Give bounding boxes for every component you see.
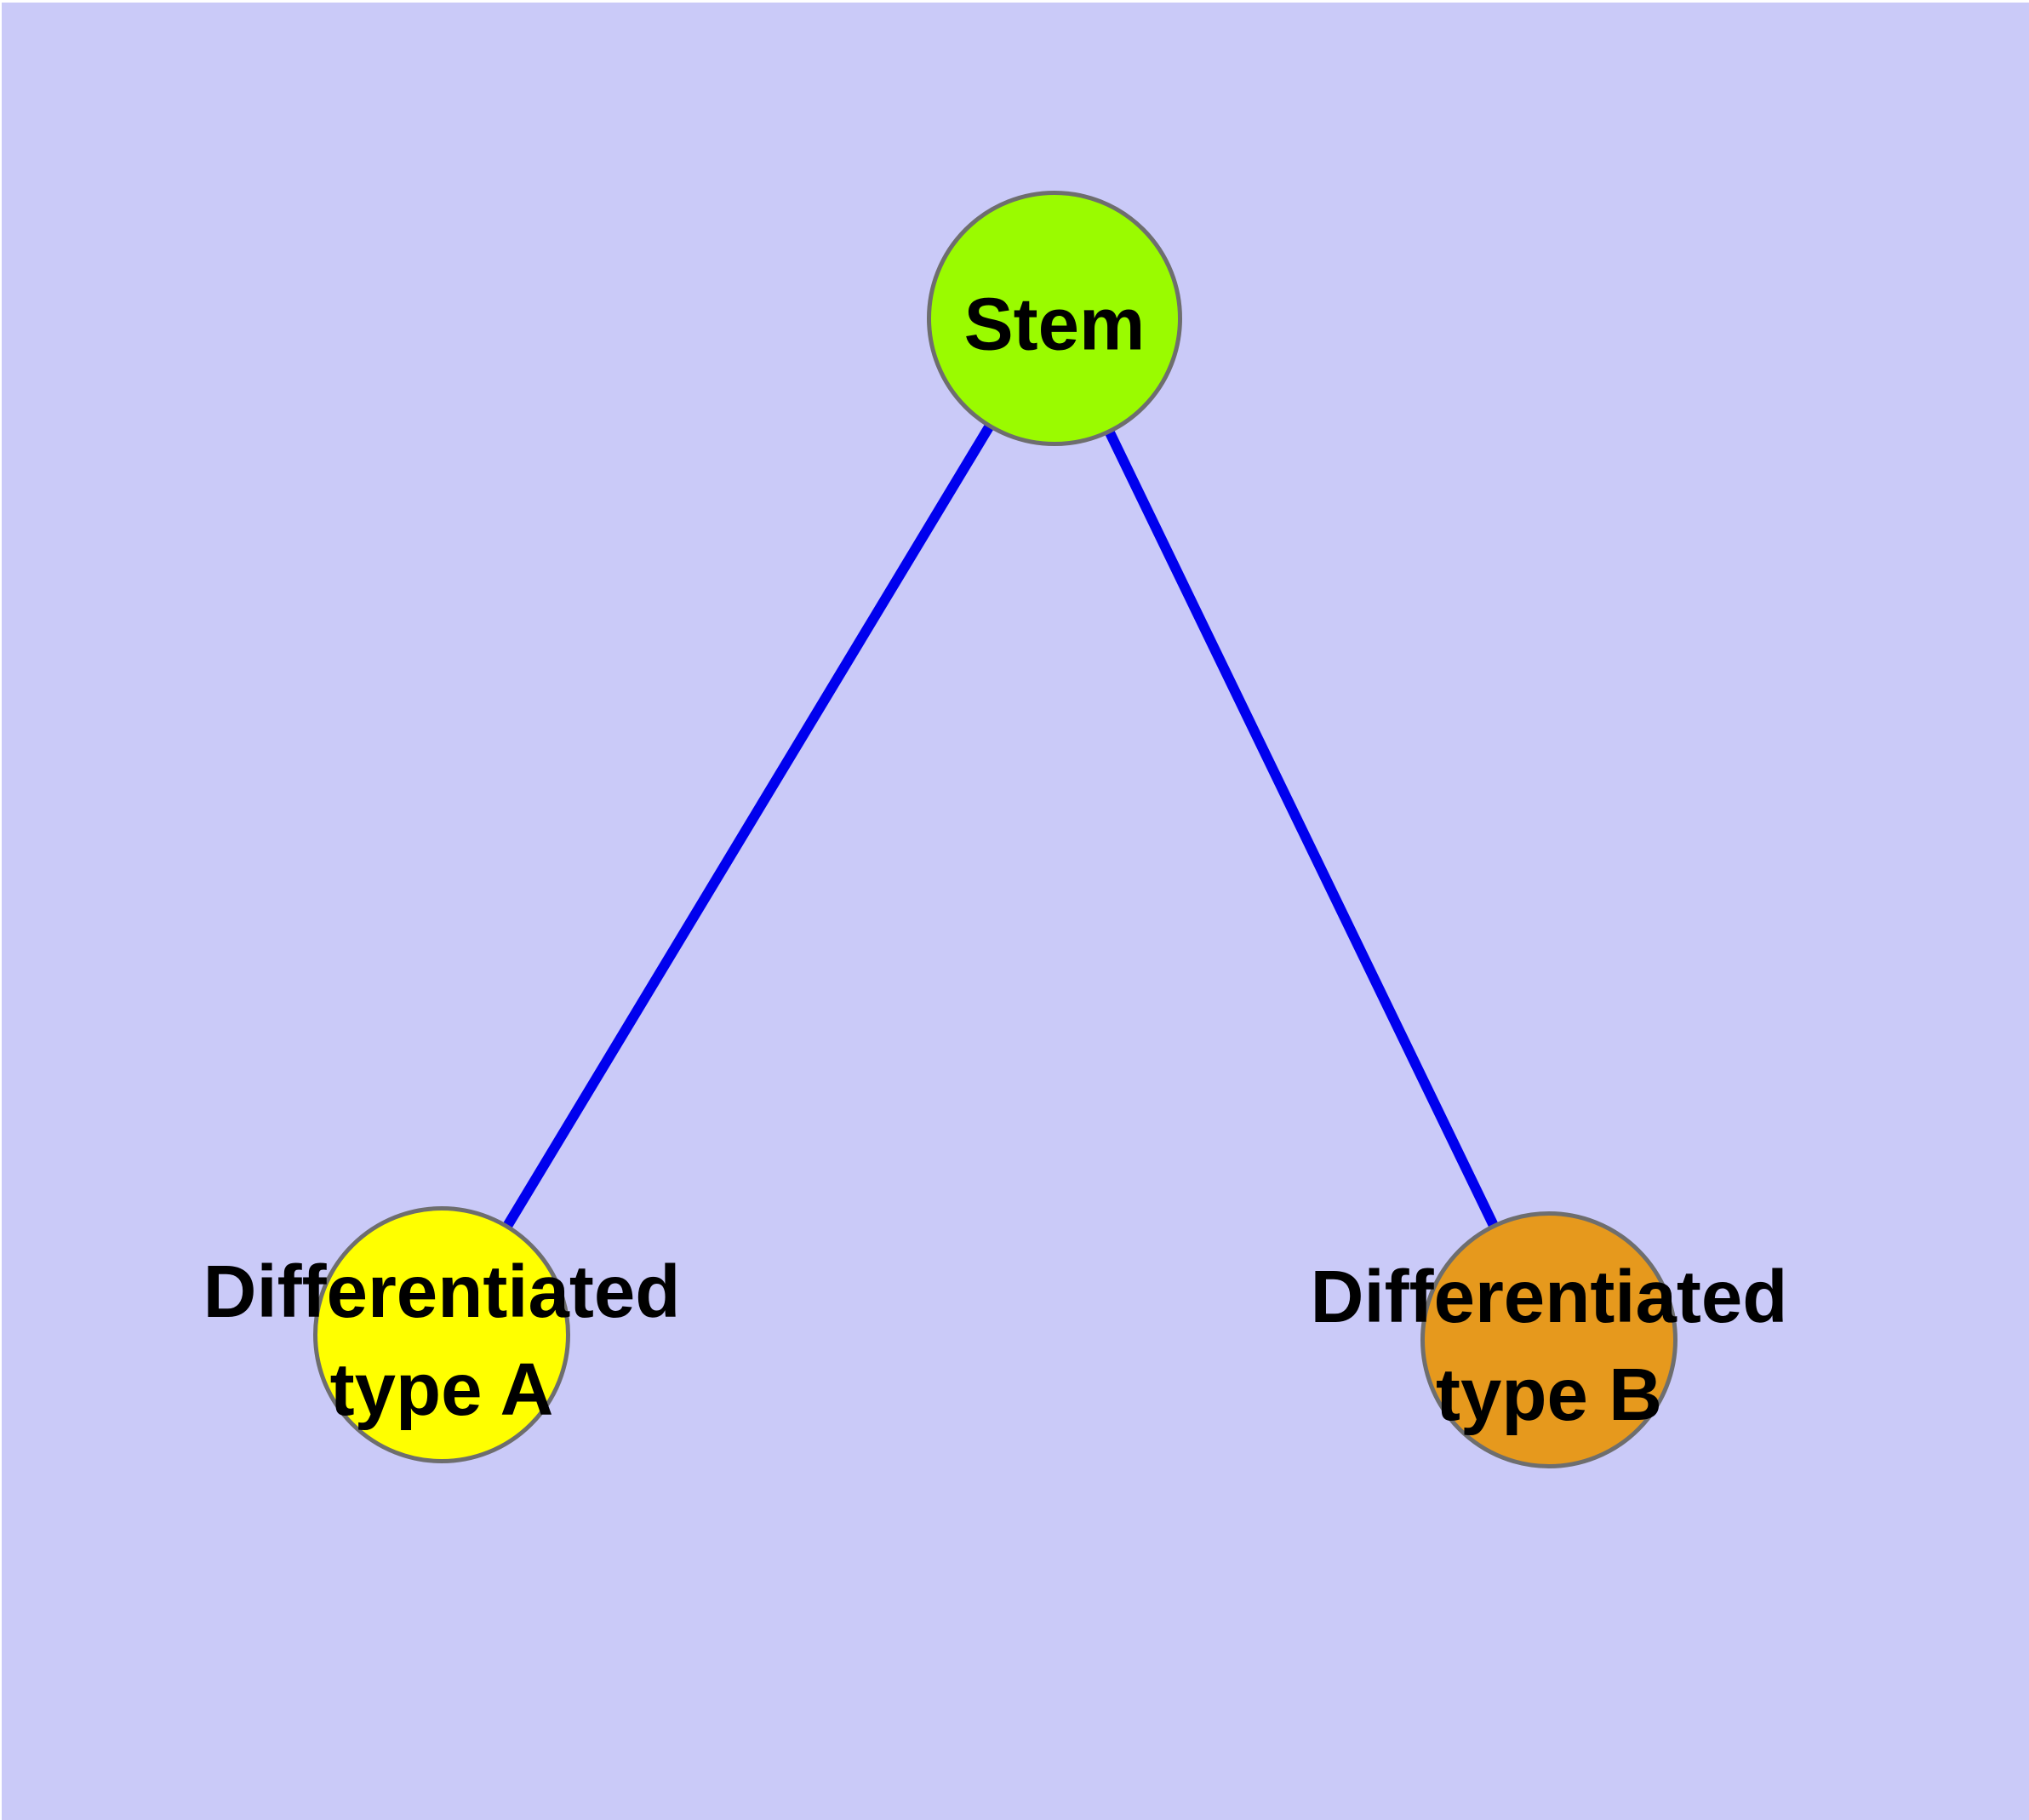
node-differentiated-type-b[interactable]: Differentiated type B [1311,1211,1787,1468]
node-differentiated-type-b-label-line-2: type B [1436,1354,1662,1436]
node-stem-label-line: Stem [963,283,1146,366]
diagram-canvas: Stem Differentiated type A Differentiate… [2,3,2029,1820]
node-differentiated-type-a-label-line-2: type A [329,1348,554,1431]
node-stem[interactable]: Stem [927,191,1182,446]
edges-layer [437,315,1554,1342]
node-differentiated-type-b-label: Differentiated type B [1311,1248,1788,1444]
node-differentiated-type-a[interactable]: Differentiated type A [203,1206,680,1463]
node-differentiated-type-a-label: Differentiated type A [203,1243,681,1439]
node-differentiated-type-b-label-line-1: Differentiated [1310,1256,1788,1338]
node-stem-label: Stem [964,276,1146,374]
edge-stem-typeA [437,315,1060,1338]
node-differentiated-type-a-label-line-1: Differentiated [203,1251,681,1333]
edge-stem-typeB [1049,316,1554,1342]
